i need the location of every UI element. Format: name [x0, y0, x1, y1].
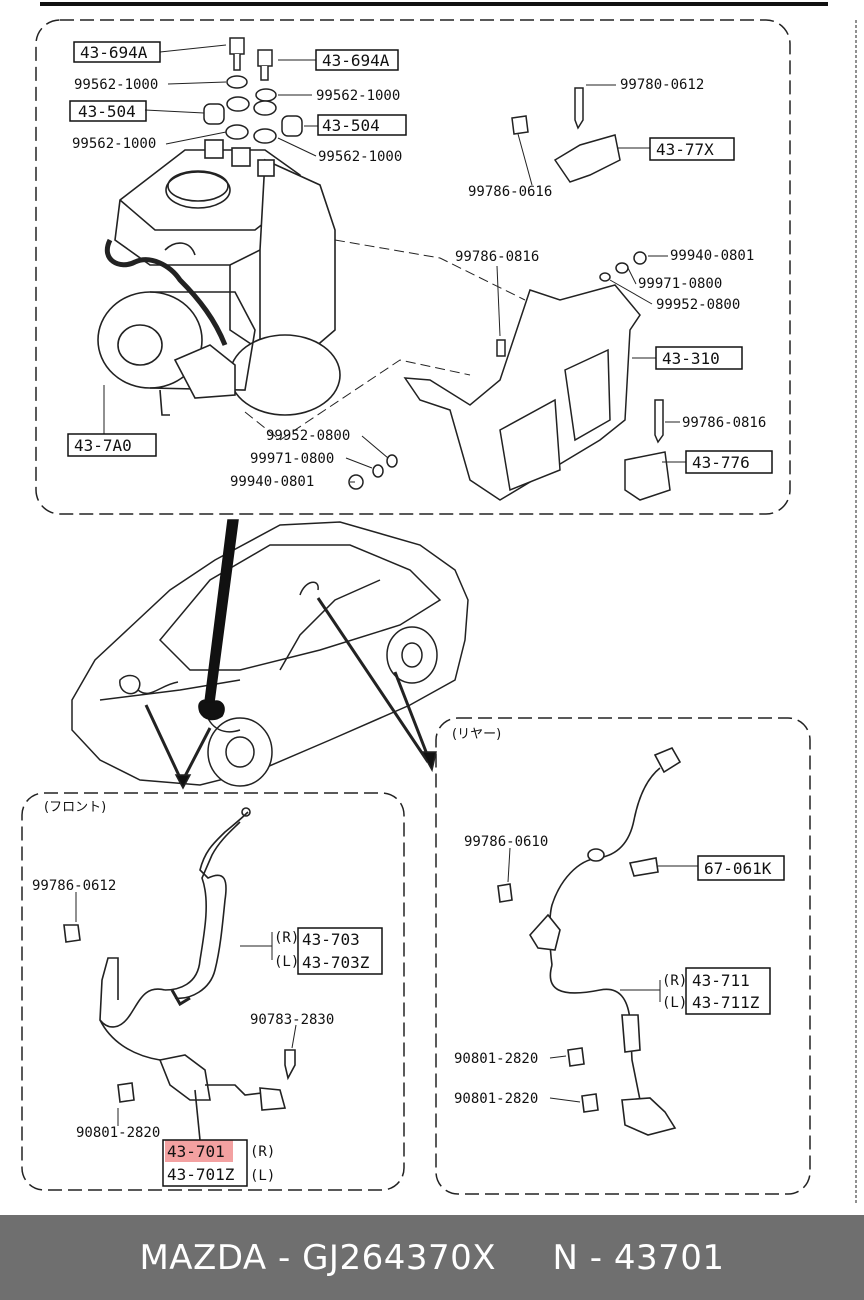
parts-diagram: 43-694A 43-694A 99562-1000 99562-1000 43… [21, 2, 857, 1205]
label-r-703: (R) [274, 930, 299, 946]
label-bolt-90801-rear-a: 90801-2820 [454, 1051, 538, 1067]
label-43-7a0: 43-7A0 [74, 436, 132, 455]
top-panel-border [35, 19, 791, 515]
label-washer-99952-a: 99952-0800 [656, 297, 740, 313]
footer-part-number: MAZDA - GJ264370X N - 43701 [139, 1237, 725, 1278]
bracket-43-77x [511, 87, 621, 183]
car-illustration [71, 519, 469, 790]
label-bolt-99780: 99780-0612 [620, 77, 704, 93]
highlight-43-701 [165, 1140, 233, 1162]
label-bolt-90783: 90783-2830 [250, 1012, 334, 1028]
label-43-701z: 43-701Z [167, 1165, 235, 1184]
label-bolt-99786-0816-a: 99786-0816 [455, 249, 539, 265]
label-r-711: (R) [662, 973, 687, 989]
label-43-694a-left: 43-694A [80, 43, 148, 62]
label-43-703z: 43-703Z [302, 953, 370, 972]
rear-labels: 99786-0610 67-061K (R) 43-711 (L) 43-711… [454, 834, 785, 1107]
label-nut-99940-b: 99940-0801 [230, 474, 314, 490]
label-43-703: 43-703 [302, 930, 360, 949]
label-washer-4: 99562-1000 [318, 149, 402, 165]
front-labels: 99786-0612 (R) 43-703 (L) 43-703Z 90783-… [32, 878, 383, 1187]
front-heading: (フロント) [44, 800, 106, 815]
label-43-711: 43-711 [692, 971, 750, 990]
label-43-77x: 43-77X [656, 140, 714, 159]
rear-sensor-harness [497, 746, 682, 1136]
label-r-701: (R) [250, 1144, 275, 1160]
label-washer-99971-a: 99971-0800 [638, 276, 722, 292]
rear-panel: (リヤー) 99786-0610 67-061K (R) [435, 717, 811, 1195]
label-bolt-99786-0616: 99786-0616 [468, 184, 552, 200]
label-43-504-left: 43-504 [78, 102, 136, 121]
rear-panel-border [435, 717, 811, 1195]
label-washer-3: 99562-1000 [72, 136, 156, 152]
label-43-711z: 43-711Z [692, 993, 760, 1012]
label-bolt-99786-0610: 99786-0610 [464, 834, 548, 850]
label-43-694a-right: 43-694A [322, 51, 390, 70]
label-washer-1: 99562-1000 [74, 77, 158, 93]
label-bolt-99786-0612: 99786-0612 [32, 878, 116, 894]
label-washer-99952-b: 99952-0800 [266, 428, 350, 444]
label-43-504-right: 43-504 [322, 116, 380, 135]
fittings [203, 37, 303, 144]
footer-bar: MAZDA - GJ264370X N - 43701 [0, 1215, 864, 1300]
label-43-776: 43-776 [692, 453, 750, 472]
rear-heading: (リヤー) [452, 727, 501, 742]
label-bolt-90801-rear-b: 90801-2820 [454, 1091, 538, 1107]
top-labels: 43-694A 43-694A 99562-1000 99562-1000 43… [67, 41, 773, 490]
mounting-lines [244, 239, 526, 441]
label-l-701: (L) [250, 1168, 275, 1184]
bracket-43-310 [348, 251, 671, 501]
rear-leader-lines [507, 847, 698, 1103]
front-leader-lines [75, 892, 297, 1126]
label-l-711: (L) [662, 995, 687, 1011]
label-l-703: (L) [274, 954, 299, 970]
label-nut-99940-a: 99940-0801 [670, 248, 754, 264]
label-43-310: 43-310 [662, 349, 720, 368]
front-panel: (フロント) 99786-0612 (R) 4 [21, 792, 405, 1191]
front-sensor-harness [63, 807, 296, 1141]
top-panel: 43-694A 43-694A 99562-1000 99562-1000 43… [35, 19, 791, 515]
leader-lines-top [103, 44, 686, 483]
label-bolt-99786-0816-b: 99786-0816 [682, 415, 766, 431]
label-43-701: 43-701 [167, 1142, 225, 1161]
label-washer-99971-b: 99971-0800 [250, 451, 334, 467]
front-panel-border [21, 792, 405, 1191]
label-bolt-90801-front: 90801-2820 [76, 1125, 160, 1141]
abs-hydraulic-unit-drawing [97, 139, 341, 416]
label-washer-2: 99562-1000 [316, 88, 400, 104]
label-67-061k: 67-061K [704, 859, 772, 878]
